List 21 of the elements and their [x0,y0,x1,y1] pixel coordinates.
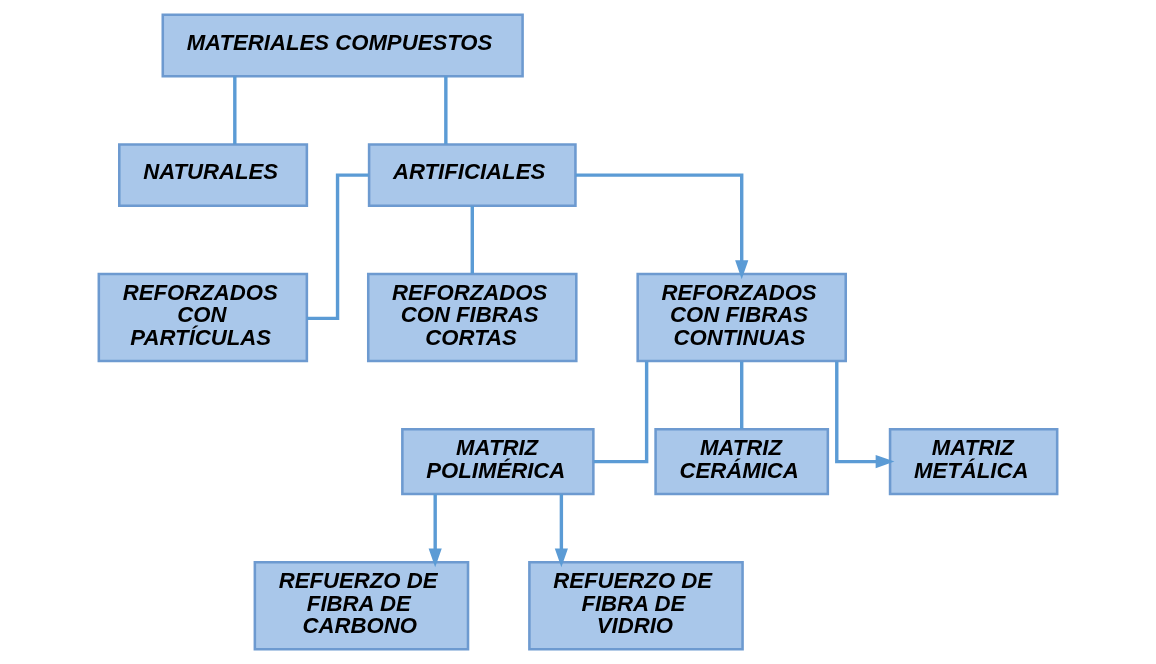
connector [233,76,237,145]
connector [470,206,474,274]
arrow [554,494,568,568]
node-box: ARTIFICIALES [367,143,577,208]
node-box: MATERIALES COMPUESTOS [161,13,524,78]
arrow [428,494,442,568]
node-box: MATRIZ CERÁMICA [654,427,830,496]
node-box: MATRIZ METÁLICA [888,427,1059,496]
connector [307,173,369,321]
arrow [575,173,749,280]
node-box: REFUERZO DE FIBRA DE CARBONO [253,560,470,651]
node-box: NATURALES [118,143,309,208]
arrow [835,361,895,469]
connector [444,76,448,145]
node-box: REFORZADOS CON PARTÍCULAS [97,272,309,363]
node-box: MATRIZ POLIMÉRICA [401,427,595,496]
connector [740,361,744,429]
node-box: REFUERZO DE FIBRA DE VIDRIO [528,560,744,651]
node-box: REFORZADOS CON FIBRAS CONTINUAS [636,272,847,363]
connector [593,361,649,464]
node-box: REFORZADOS CON FIBRAS CORTAS [366,272,578,363]
